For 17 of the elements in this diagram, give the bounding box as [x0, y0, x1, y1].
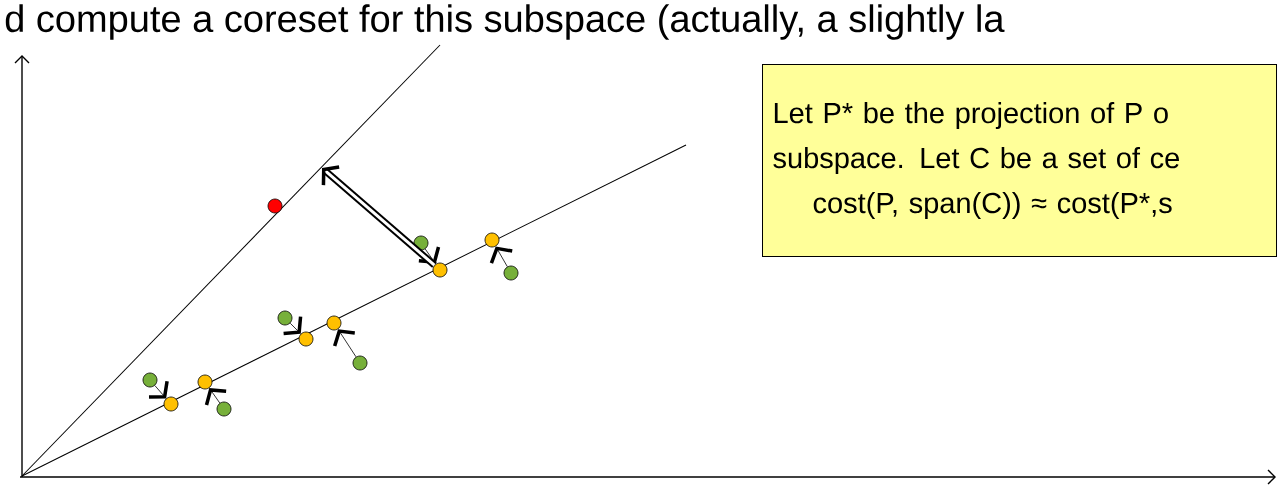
note-box: Let P* be the projection of P o subspace. Let C be a set of ce cost(P, span(C)) ≈ cost(P*,s: [762, 64, 1277, 257]
projected-point: [326, 315, 342, 331]
projected-point: [298, 331, 314, 347]
data-point: [277, 310, 293, 326]
projected-point: [197, 374, 213, 390]
data-point: [503, 265, 519, 281]
point: [267, 198, 283, 214]
arrow: [321, 165, 437, 268]
arrow: [333, 329, 357, 358]
projected-point: [432, 262, 448, 278]
data-point: [142, 372, 158, 388]
data-point: [352, 355, 368, 371]
heading-text: d compute a coreset for this subspace (actually, a slightly la: [5, 4, 1005, 40]
data-point: [413, 235, 429, 251]
projected-point: [484, 232, 500, 248]
data-point: [216, 401, 232, 417]
projected-point: [163, 396, 179, 412]
